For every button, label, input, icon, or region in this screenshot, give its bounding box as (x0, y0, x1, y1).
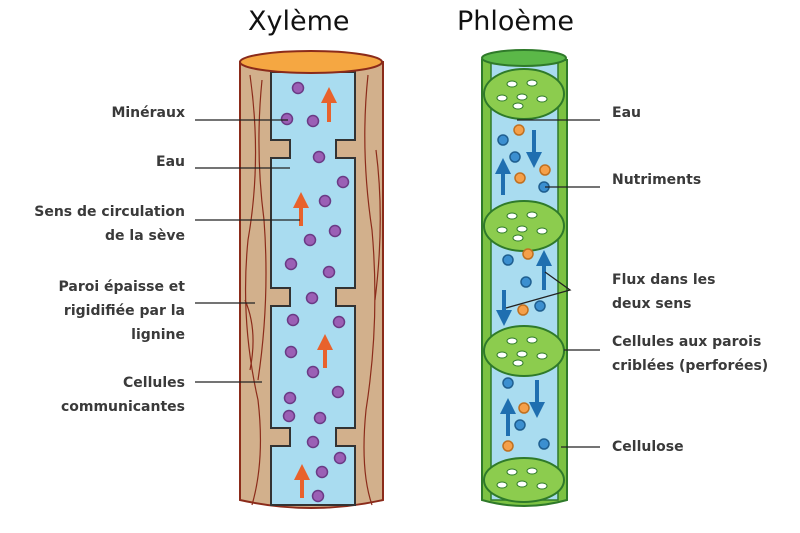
label-text: de la sève (105, 228, 185, 244)
phloem-title: Phloème (457, 6, 574, 37)
xylem-vessel (239, 50, 384, 509)
label-wall: Paroi épaisse et rigidifiée par la lignine (58, 275, 185, 347)
xylem-title: Xylème (248, 6, 350, 37)
label-nutrients: Nutriments (612, 168, 701, 192)
sap-flow-arrows (293, 87, 337, 498)
label-text: rigidifiée par la (63, 303, 185, 319)
label-text: Eau (612, 105, 641, 121)
label-minerals: Minéraux (111, 101, 185, 125)
label-text: Cellules aux parois (612, 334, 762, 350)
label-text: Eau (156, 154, 185, 170)
label-text: Sens de circulation (34, 204, 185, 220)
label-text: Paroi épaisse et (58, 279, 185, 295)
label-text: lignine (131, 327, 185, 343)
phloem-vessel (481, 49, 568, 507)
leader-lines (195, 119, 600, 448)
label-text: Nutriments (612, 172, 702, 188)
sieve-plates (483, 68, 565, 503)
label-water-phloem: Eau (612, 101, 641, 125)
label-text: Flux dans les (612, 272, 716, 288)
flux-arrows (495, 130, 552, 436)
nutrient-dots (497, 124, 551, 452)
label-sieve-cells: Cellules aux parois criblées (perforées) (612, 330, 768, 378)
label-cellulose: Cellulose (612, 435, 684, 459)
label-text: Cellulose (612, 439, 684, 455)
sieve-pores (496, 79, 548, 490)
label-text: deux sens (612, 296, 692, 312)
label-communicating-cells: Cellules communicantes (61, 371, 185, 419)
label-sap-flow: Sens de circulation de la sève (34, 200, 185, 248)
label-text: Minéraux (111, 105, 185, 121)
label-text: communicantes (60, 399, 185, 415)
xylem-top (239, 50, 383, 74)
mineral-dots (280, 81, 350, 503)
label-text: criblées (perforées) (612, 358, 769, 374)
label-water-xylem: Eau (156, 150, 185, 174)
label-text: Cellules (123, 375, 185, 391)
label-flux: Flux dans les deux sens (612, 268, 716, 316)
